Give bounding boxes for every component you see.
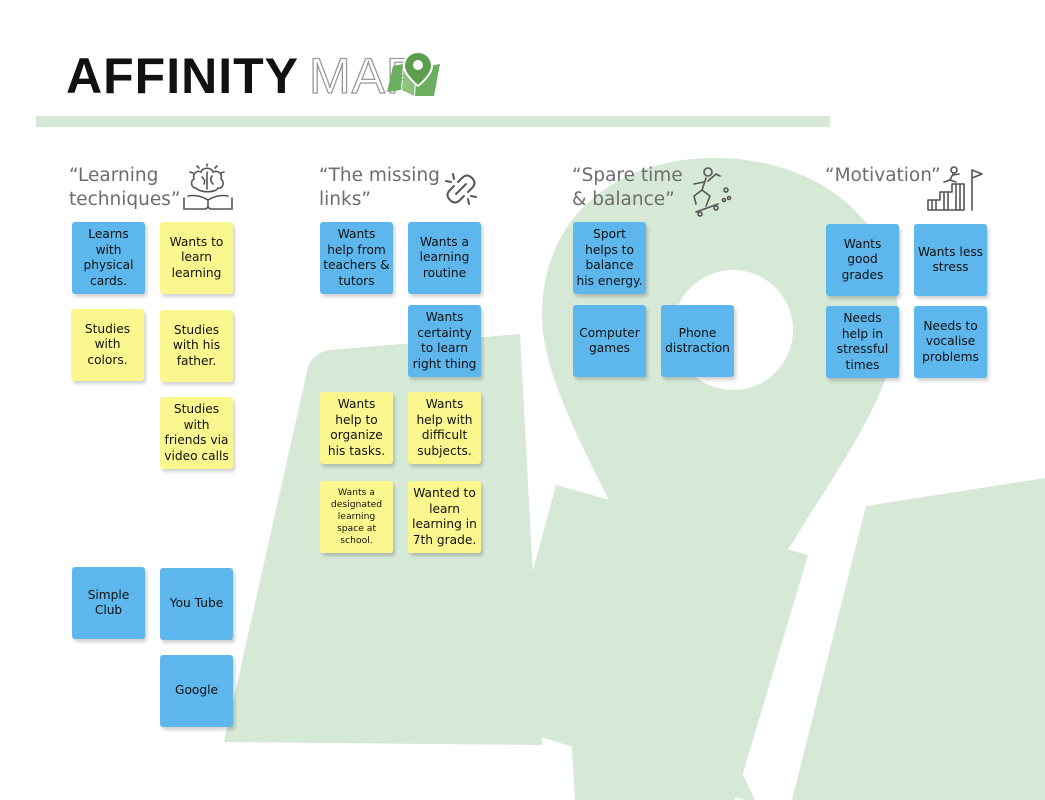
column-title-motivation: “Motivation” (825, 165, 941, 186)
note-help-organize-tasks: Wants help to organize his tasks. (320, 392, 393, 464)
note-wants-good-grades: Wants good grades (826, 224, 899, 296)
note-help-teachers-tutors: Wants help from teachers & tutors (320, 222, 393, 294)
brain-book-icon (183, 163, 233, 210)
column-title-spare-time: “Spare time & balance” (572, 165, 683, 210)
note-studies-with-father: Studies with his father. (160, 310, 233, 382)
note-studies-video-calls: Studies with friends via video calls (160, 397, 233, 469)
note-wants-less-stress: Wants less stress (914, 224, 987, 296)
note-learns-physical-cards: Learns with physical cards. (72, 222, 145, 294)
note-help-difficult-subjects: Wants help with difficult subjects. (408, 392, 481, 464)
note-help-stressful-times: Needs help in stressful times (826, 306, 899, 378)
skateboarder-icon (693, 167, 732, 217)
column-title-learning-techniques: “Learning techniques” (69, 165, 181, 210)
title-underline (36, 116, 830, 127)
title-word-affinity: AFFINITY (66, 48, 299, 104)
climbing-stairs-flag-icon (927, 166, 983, 211)
note-certainty-right-thing: Wants certainty to learn right thing (408, 305, 481, 377)
note-wants-learn-learning: Wants to learn learning (160, 222, 233, 294)
note-computer-games: Computer games (573, 305, 646, 377)
note-designated-learning-space: Wants a designated learning space at sch… (320, 481, 393, 553)
column-title-missing-links: “The missing links” (319, 165, 440, 210)
note-youtube: You Tube (160, 568, 233, 640)
note-google: Google (160, 655, 233, 727)
note-learn-learning-7th-grade: Wanted to learn learning in 7th grade. (408, 481, 481, 553)
note-learning-routine: Wants a learning routine (408, 222, 481, 294)
note-phone-distraction: Phone distraction (661, 305, 734, 377)
note-studies-with-colors: Studies with colors. (71, 309, 144, 381)
note-simple-club: Simple Club (72, 567, 145, 639)
broken-chain-icon (445, 173, 477, 205)
note-sport-balance-energy: Sport helps to balance his energy. (573, 222, 646, 294)
note-vocalise-problems: Needs to vocalise problems (914, 306, 987, 378)
map-pin-icon (387, 50, 440, 96)
